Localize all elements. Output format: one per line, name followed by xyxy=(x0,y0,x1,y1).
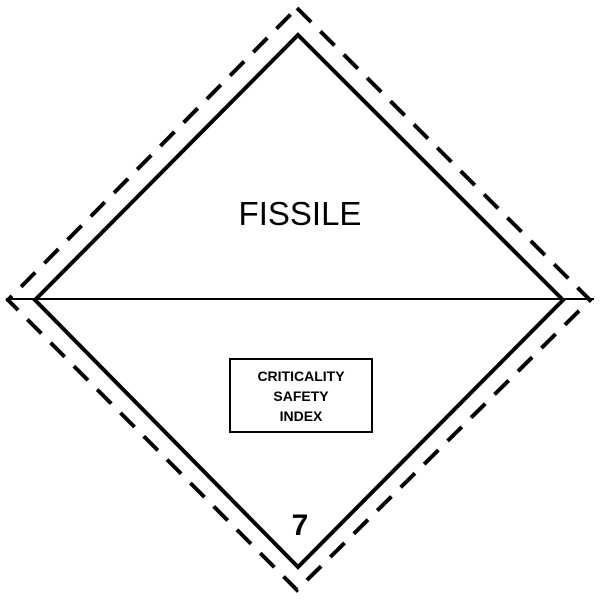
csi-line-index: INDEX xyxy=(279,407,323,424)
csi-line-criticality: CRITICALITY xyxy=(257,367,345,384)
hazard-class-number: 7 xyxy=(291,509,309,542)
solid-inner-border xyxy=(32,32,566,570)
csi-line-safety: SAFETY xyxy=(273,387,329,404)
criticality-safety-index-box: CRITICALITY SAFETY INDEX xyxy=(229,358,373,433)
dashed-outer-border xyxy=(5,5,593,593)
fissile-title: FISSILE xyxy=(238,195,362,232)
